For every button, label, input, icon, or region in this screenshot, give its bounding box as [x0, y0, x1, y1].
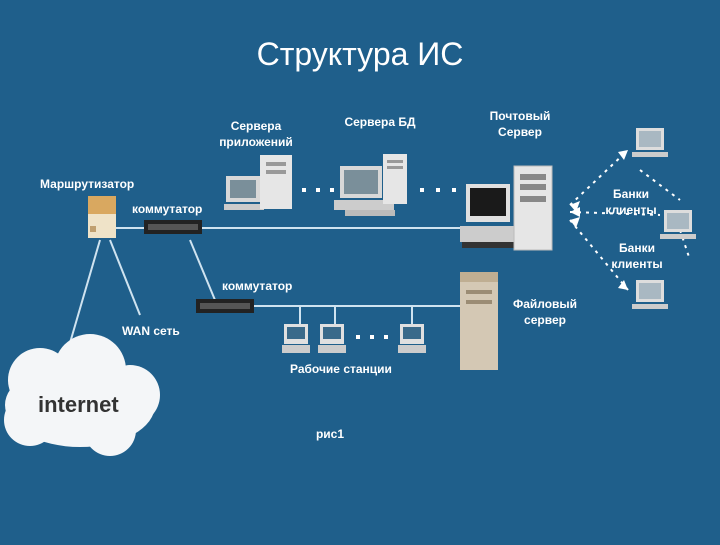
label-mail-server: Почтовый Сервер — [489, 109, 551, 139]
monitor-icon — [632, 280, 668, 309]
monitor-icon — [632, 128, 668, 157]
label-wan: WAN сеть — [122, 324, 180, 338]
server-tower-icon — [383, 154, 407, 204]
figure-caption: рис1 — [315, 427, 345, 441]
desktop-computer-icon — [282, 324, 310, 353]
desktop-computer-icon — [224, 176, 264, 210]
router-icon — [88, 196, 116, 238]
label-switch-bottom: коммутатор — [222, 279, 293, 293]
wan-line — [109, 239, 141, 316]
switch-icon — [196, 299, 254, 313]
desktop-computer-icon — [398, 324, 426, 353]
server-tower-icon — [513, 165, 553, 251]
desktop-computer-icon — [460, 184, 516, 248]
label-file-server: Файловый сервер — [512, 297, 578, 327]
arrow-heads — [570, 150, 628, 290]
label-switch-top: коммутатор — [132, 202, 203, 216]
diagram-title: Структура ИС — [256, 36, 464, 72]
label-workstations: Рабочие станции — [290, 362, 392, 376]
monitor-icon — [660, 210, 696, 239]
label-router: Маршрутизатор — [40, 177, 135, 191]
cloud-icon — [4, 334, 160, 456]
server-tower-icon — [460, 272, 498, 370]
desktop-computer-icon — [318, 324, 346, 353]
dotted-separators — [302, 188, 456, 339]
desktop-computer-icon — [334, 166, 395, 216]
label-bank-clients-1: Банки клиенты — [605, 187, 657, 217]
label-internet: internet — [38, 392, 119, 417]
switch-link-line — [189, 239, 216, 301]
switch-icon — [144, 220, 202, 234]
server-tower-icon — [260, 155, 292, 209]
label-bank-clients-2: Банки клиенты — [611, 241, 663, 271]
wireless-links — [569, 149, 691, 291]
label-app-servers: Сервера приложений — [219, 119, 293, 149]
label-db-servers: Сервера БД — [344, 115, 416, 129]
